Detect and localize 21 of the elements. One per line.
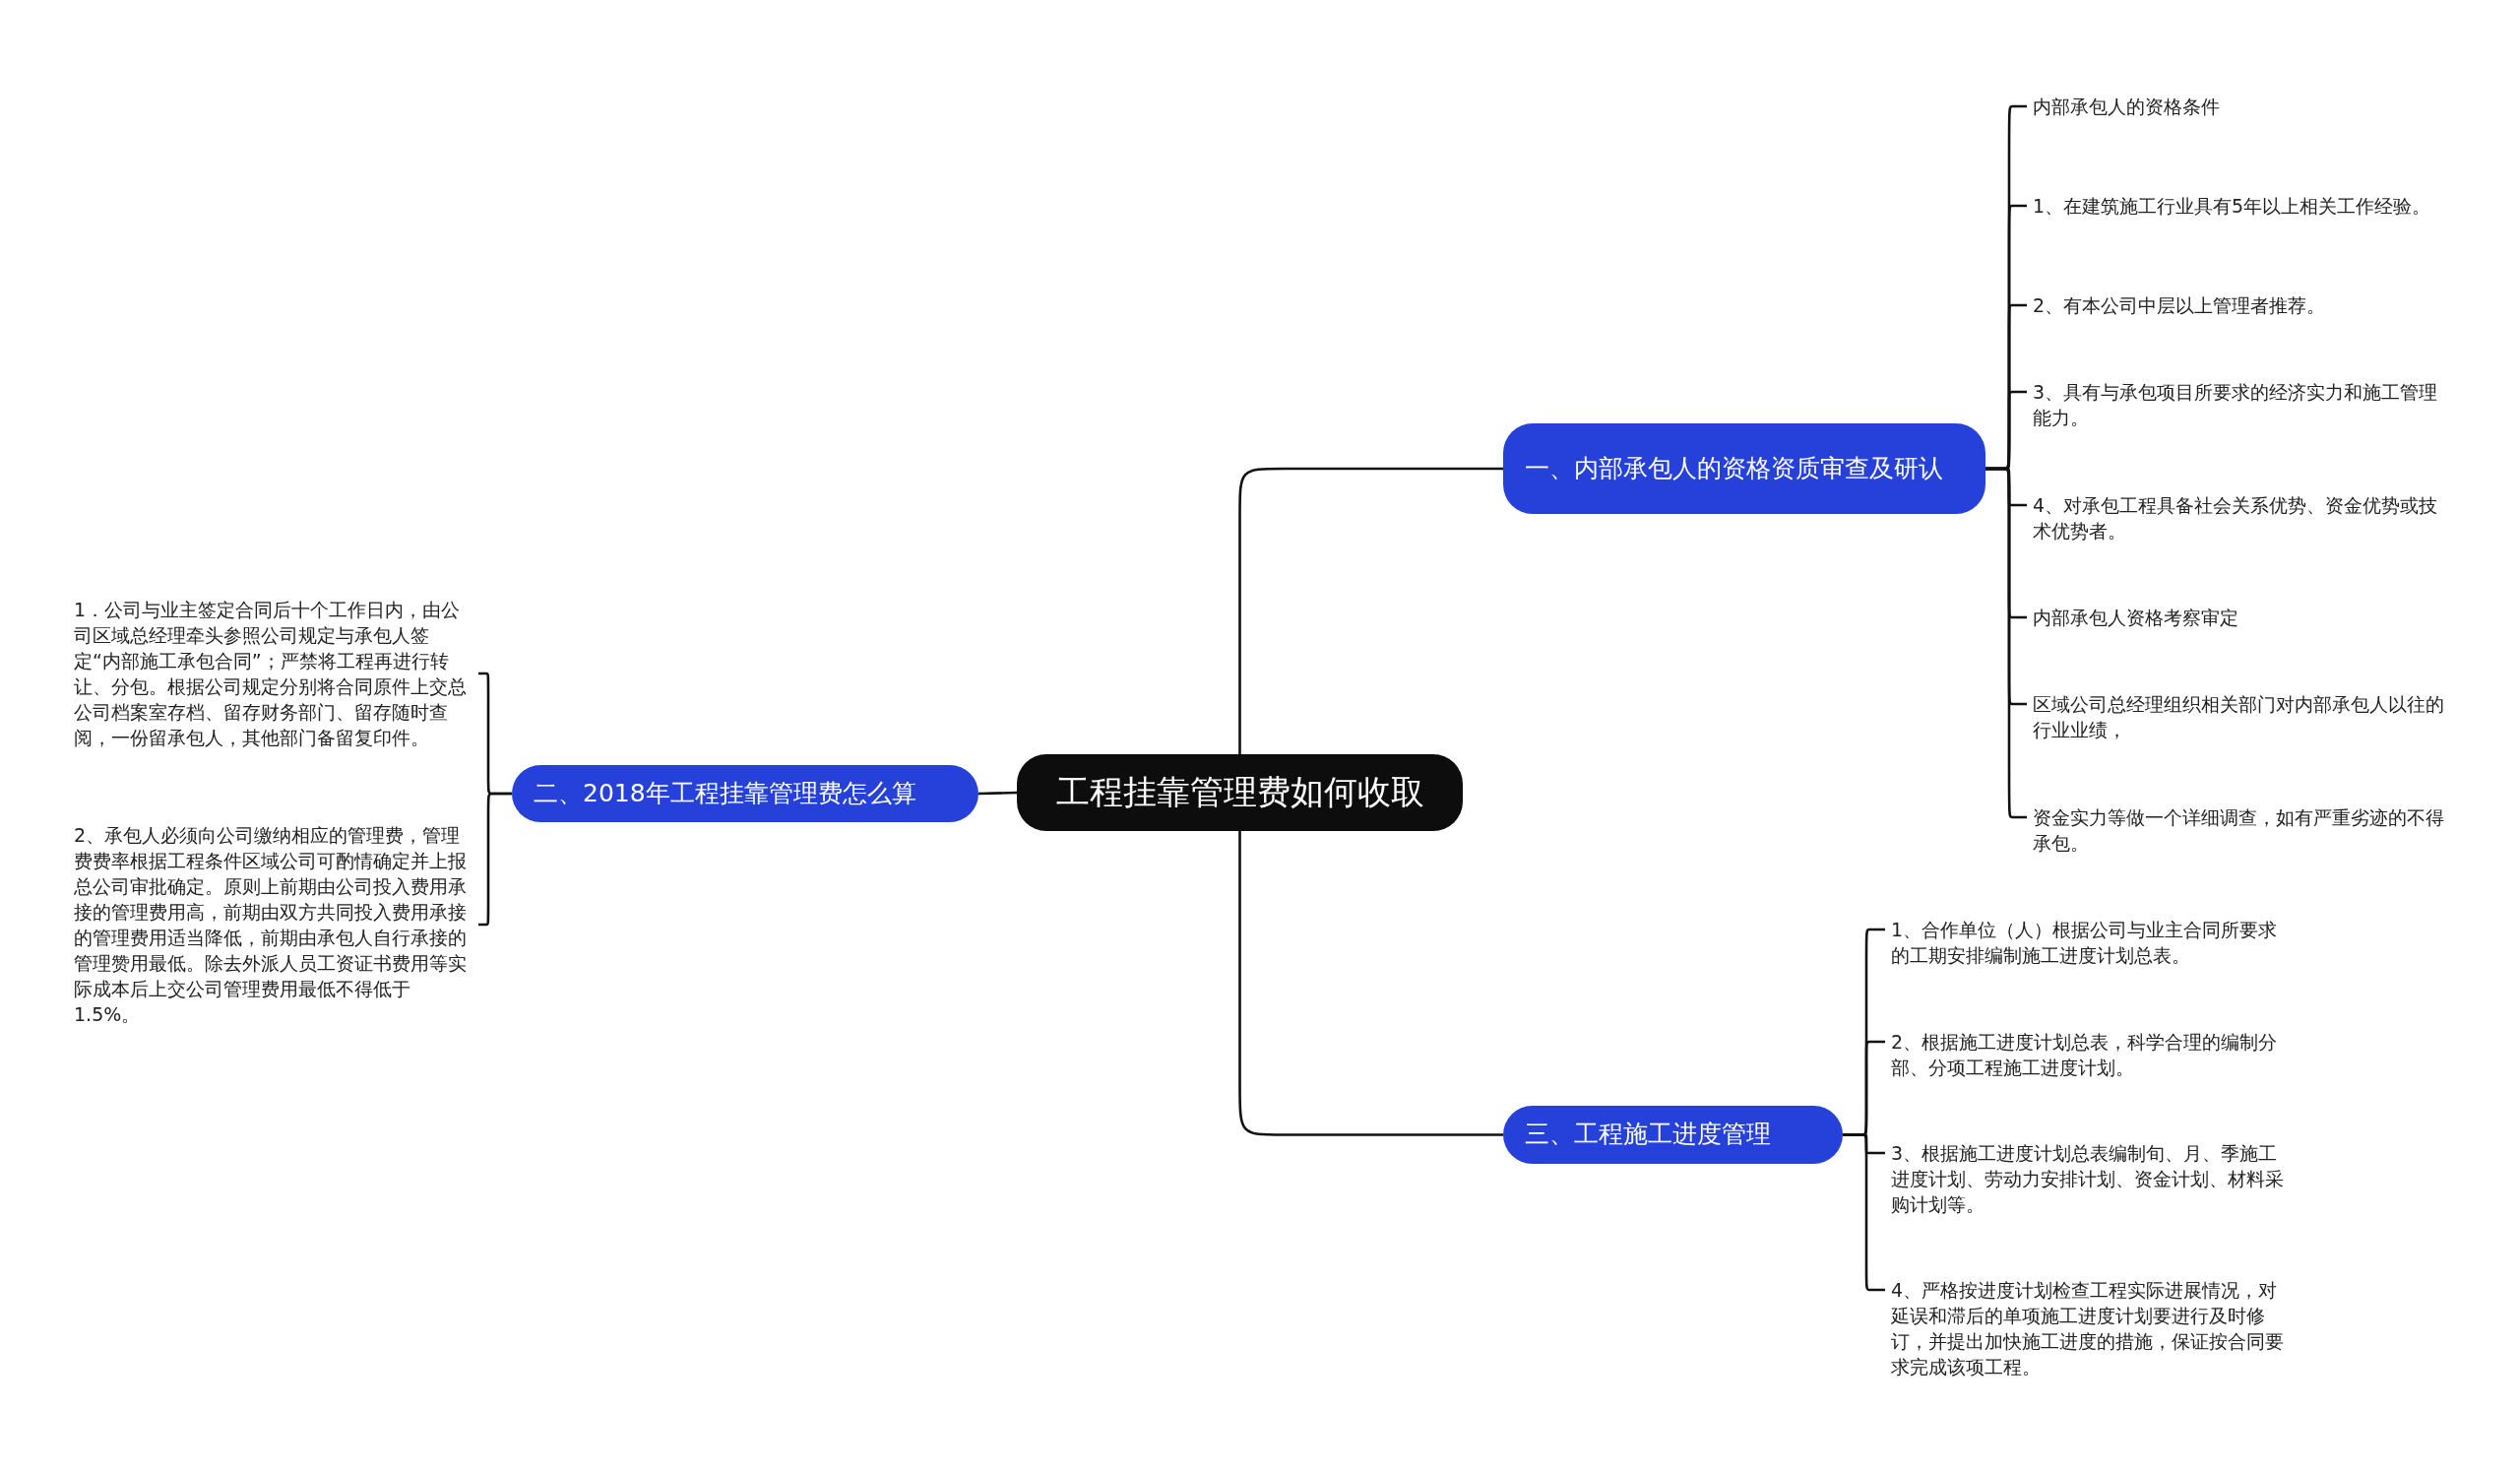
connector-line (1238, 467, 1505, 756)
connector-line (1238, 829, 1505, 1136)
leaf-text: 内部承包人资格考察审定 (2033, 605, 2446, 630)
leaf-text: 4、对承包工程具备社会关系优势、资金优势或技术优势者。 (2033, 492, 2446, 544)
leaf-text: 3、具有与承包项目所要求的经济实力和施工管理能力。 (2033, 379, 2446, 430)
leaf-text: 资金实力等做一个详细调查，如有严重劣迹的不得承包。 (2033, 804, 2446, 856)
leaf-text: 2、承包人必须向公司缴纳相应的管理费，管理费费率根据工程条件区域公司可酌情确定并上报总公司审批确定。原则上前期由公司投入费用承接的管理费用高，前期由双方共同投入费用承接的管理费用适当降低，前期由承包人自行承接的管理赞用最低。除去外派人员工资证书费用等实际成本后上交公司管理费用最低不得低于1.5%。 (74, 822, 472, 1027)
leaf-text: 1、合作单位（人）根据公司与业主合同所要求的工期安排编制施工进度计划总表。 (1891, 917, 2295, 968)
branch-topic: 二、2018年工程挂靠管理费怎么算 (512, 765, 978, 822)
leaf-text: 1．公司与业主签定合同后十个工作日内，由公司区域总经理牵头参照公司规定与承包人签定“内部施工承包合同”；严禁将工程再进行转让、分包。根据公司规定分别将合同原件上交总公司档案室存档、留存财务部门、留存随时查阅，一份留承包人，其他部门备留复印件。 (74, 597, 472, 750)
central-topic: 工程挂靠管理费如何收取 (1017, 754, 1463, 831)
leaf-text: 内部承包人的资格条件 (2033, 94, 2446, 119)
leaf-text: 3、根据施工进度计划总表编制旬、月、季施工进度计划、劳动力安排计划、资金计划、材料采购计划等。 (1891, 1140, 2295, 1217)
leaf-text: 2、根据施工进度计划总表，科学合理的编制分部、分项工程施工进度计划。 (1891, 1029, 2295, 1080)
branch-topic: 三、工程施工进度管理 (1503, 1106, 1843, 1164)
connector-line (977, 791, 1018, 796)
leaf-text: 1、在建筑施工行业具有5年以上相关工作经验。 (2033, 193, 2446, 219)
leaf-text: 2、有本公司中层以上管理者推荐。 (2033, 292, 2446, 318)
leaf-text: 区域公司总经理组织相关部门对内部承包人以往的行业业绩， (2033, 691, 2446, 742)
branch-topic: 一、内部承包人的资格资质审查及研认 (1503, 423, 1985, 514)
leaf-text: 4、严格按进度计划检查工程实际进展情况，对延误和滞后的单项施工进度计划要进行及时修订，并提出加快施工进度的措施，保证按合同要求完成该项工程。 (1891, 1277, 2295, 1379)
